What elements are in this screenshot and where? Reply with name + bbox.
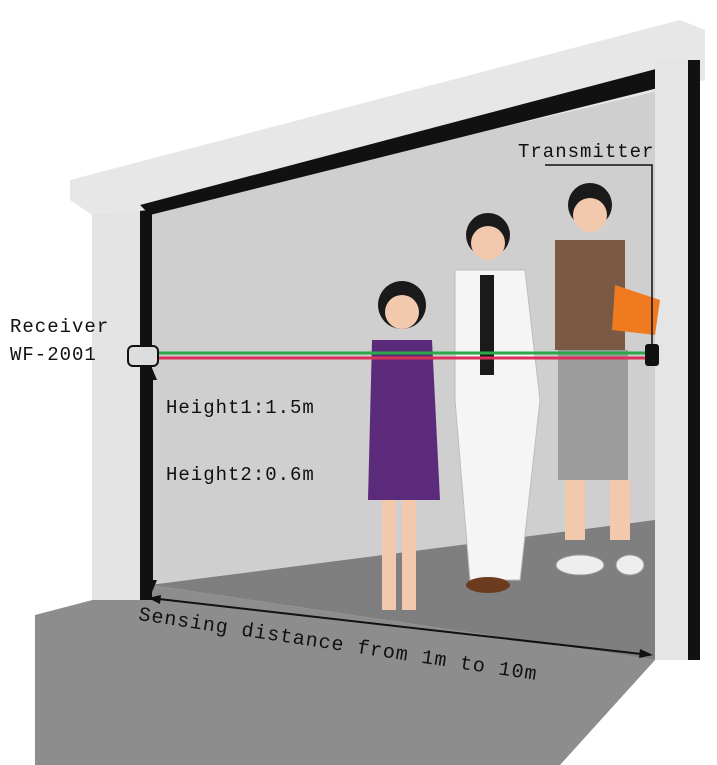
- right-pillar-edge: [688, 60, 700, 660]
- receiver-device: [128, 346, 158, 366]
- left-pillar-edge: [140, 205, 152, 600]
- height2-label: Height2:0.6m: [166, 466, 315, 485]
- height1-label: Height1:1.5m: [166, 399, 315, 418]
- receiver-model-label: WF-2001: [10, 346, 97, 365]
- transmitter-device: [645, 344, 659, 366]
- transmitter-label: Transmitter: [518, 143, 654, 162]
- receiver-label: Receiver: [10, 318, 109, 337]
